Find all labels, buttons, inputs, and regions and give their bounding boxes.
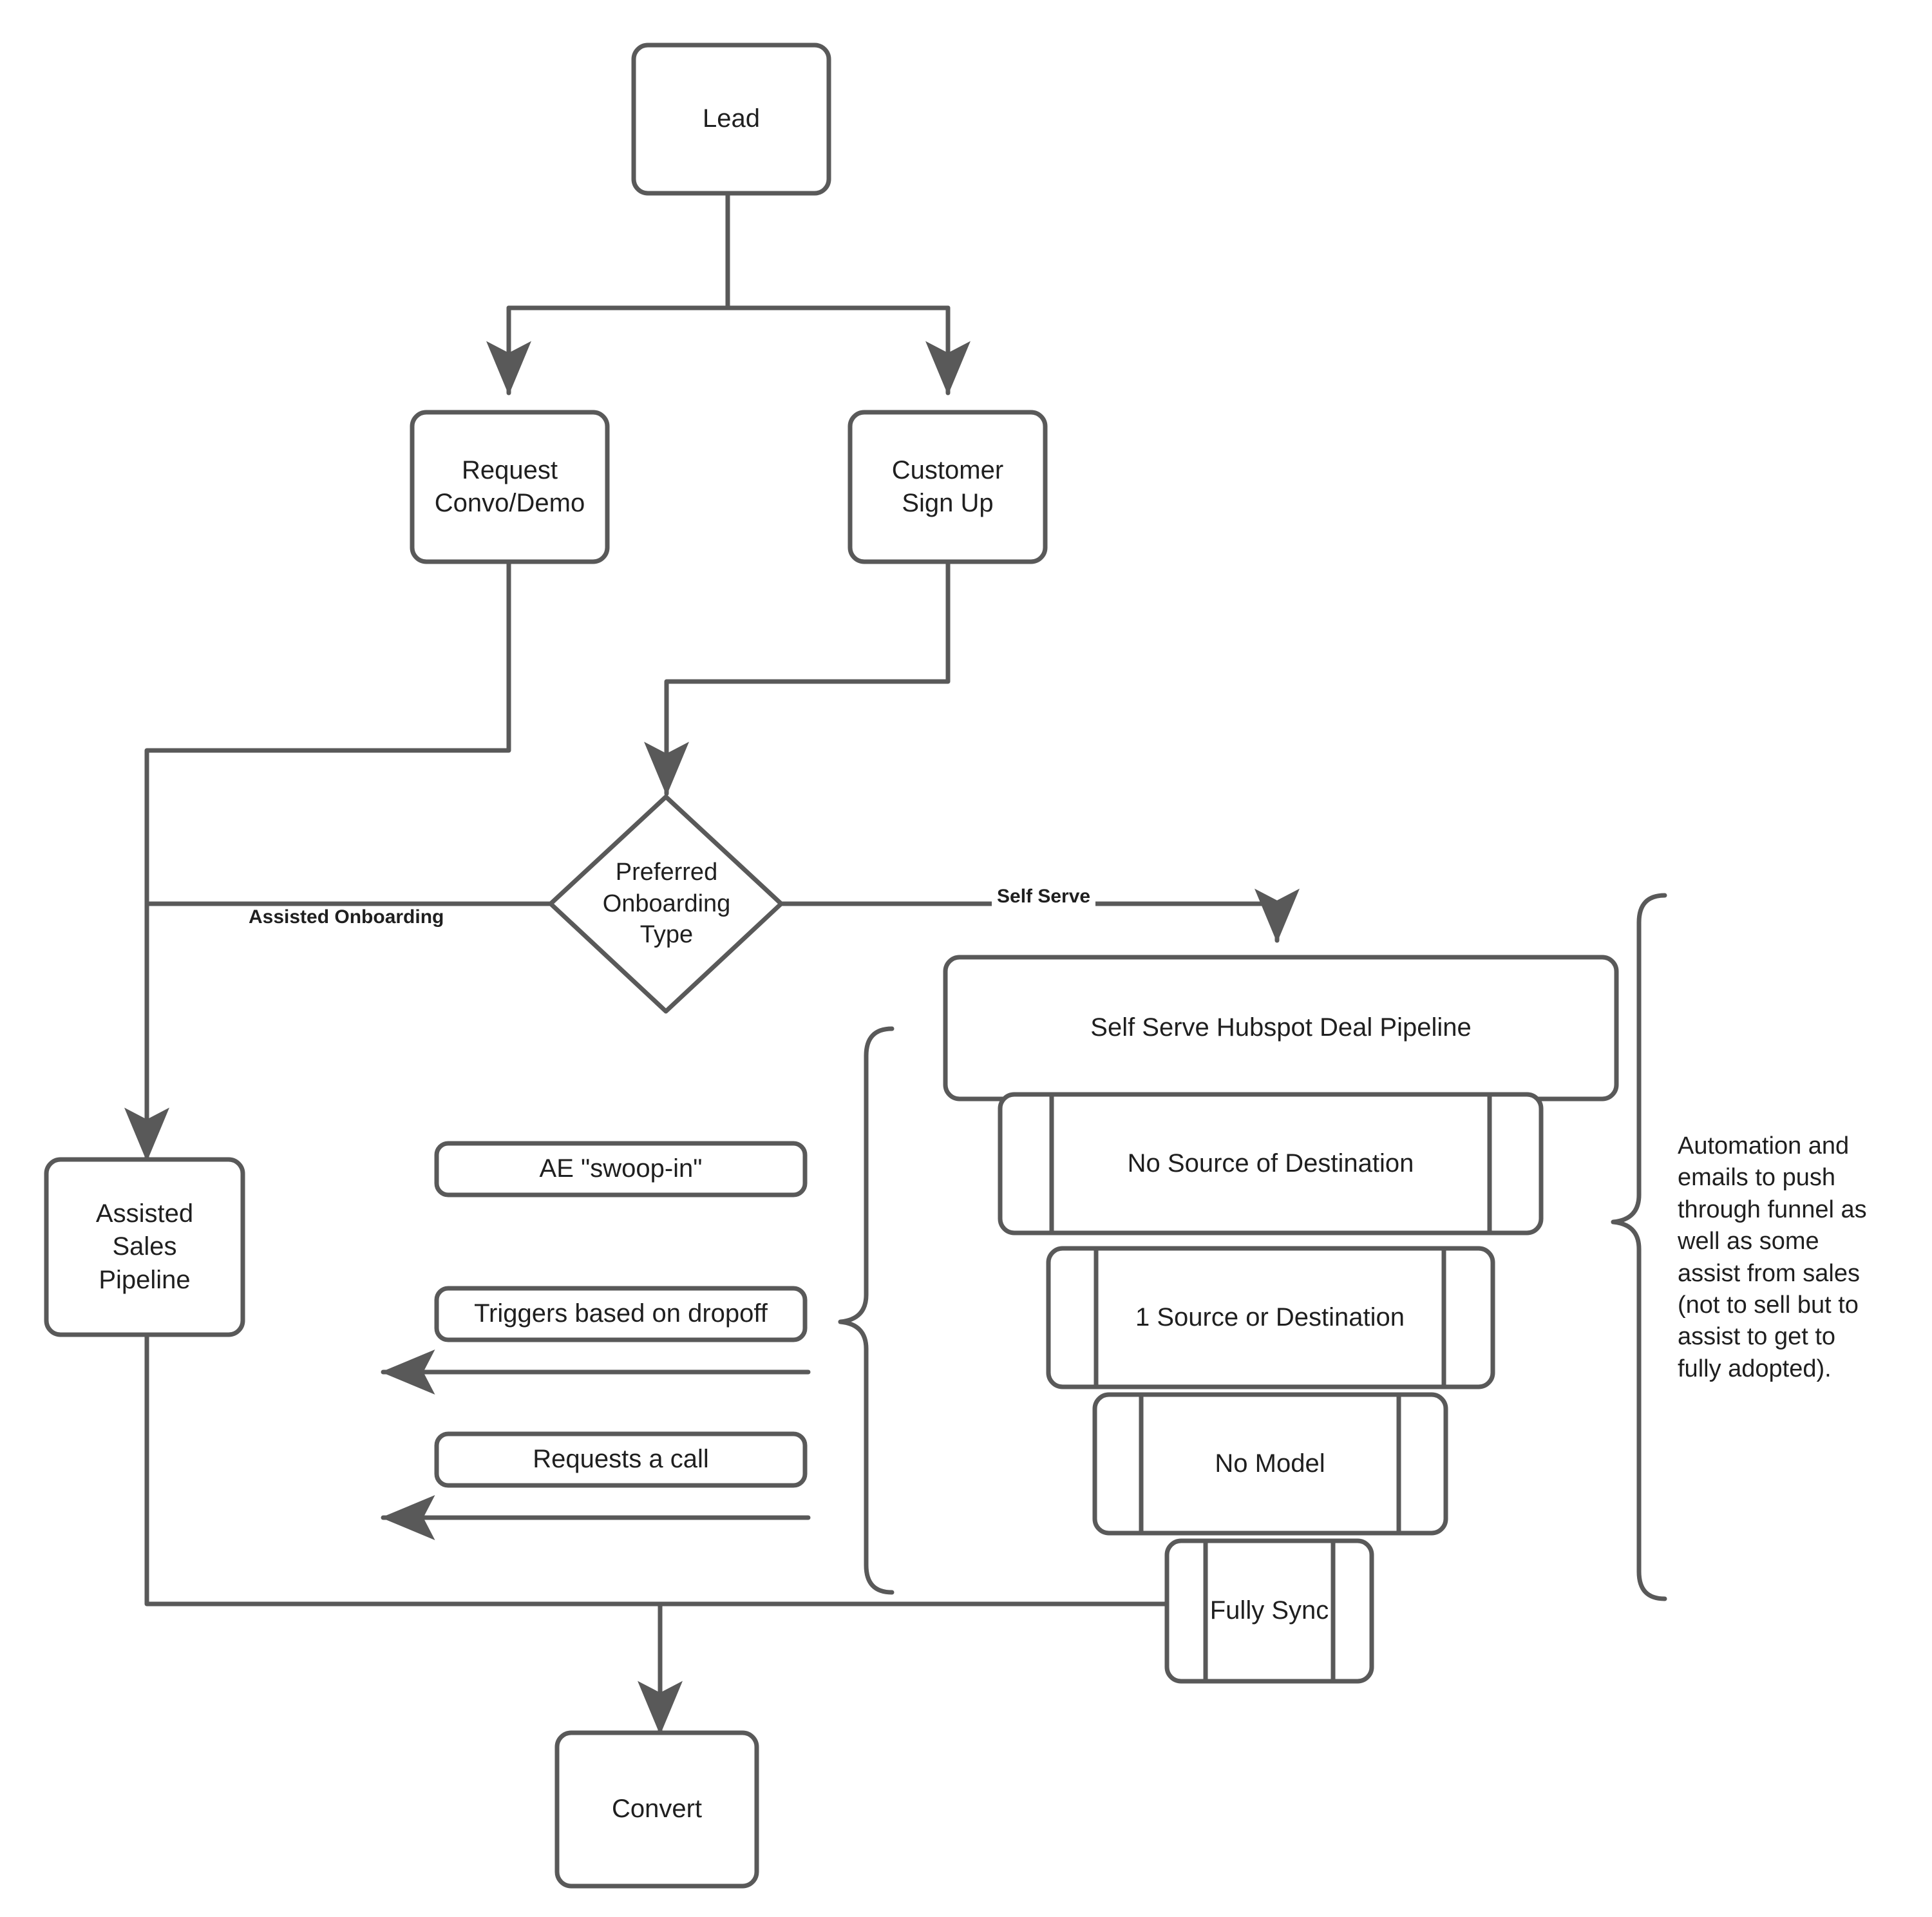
node-requests-call-shape <box>434 1431 808 1488</box>
node-convert-shape <box>554 1730 759 1889</box>
funnel-stage-4-shape <box>1164 1538 1374 1684</box>
edge-assisted-to-convert <box>144 1332 683 1735</box>
node-lead-shape <box>631 43 831 196</box>
funnel-stage-3-shape <box>1092 1392 1448 1536</box>
node-ae-swoop-in-shape <box>434 1141 808 1197</box>
node-request-convo-shape <box>410 410 610 564</box>
funnel-left-brace <box>838 1026 895 1595</box>
funnel-right-brace <box>1611 893 1667 1601</box>
edge-request-to-assisted <box>124 559 511 1162</box>
edge-label-assisted-onboarding: Assisted Onboarding <box>243 906 450 928</box>
funnel-annotation-note: Automation and emails to push through fu… <box>1678 1132 1867 1382</box>
node-assisted-pipeline-shape <box>44 1157 245 1337</box>
funnel-stage-1-shape <box>998 1092 1544 1235</box>
node-customer-signup-shape <box>848 410 1048 564</box>
edge-label-self-serve: Self Serve <box>992 886 1096 908</box>
funnel-stage-0-shape <box>943 955 1619 1102</box>
edge-signup-to-decision <box>644 559 951 796</box>
funnel-stage-2-shape <box>1046 1246 1495 1389</box>
node-triggers-dropoff-shape <box>434 1286 808 1342</box>
edge-decision-selfserve <box>779 888 1300 943</box>
node-decision-shape <box>548 794 784 1014</box>
